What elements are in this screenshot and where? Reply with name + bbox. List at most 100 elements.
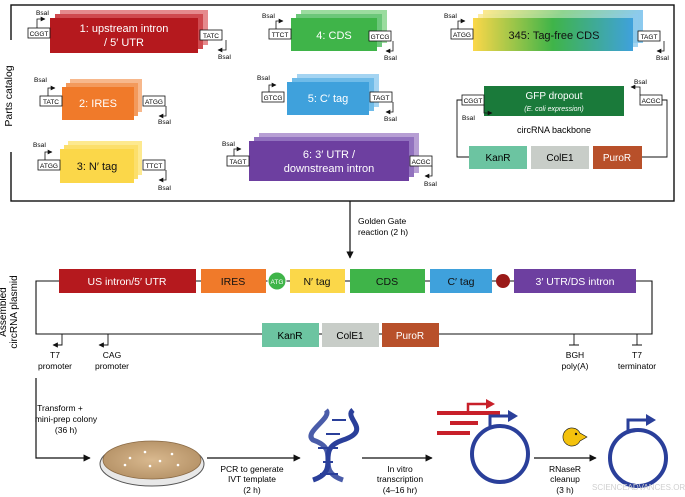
part-6-right-overhang: ACGC [412,159,431,166]
t7-promoter-label-line2: promoter [38,361,72,371]
parts-catalog-label: Parts catalog [3,65,15,126]
cag-promoter-arrow [98,334,109,348]
rnaser-label-line2: cleanup [550,474,580,484]
part-5-c-tag: 5: C′ tag GTCG TAGT BsaI BsaI [257,74,397,123]
ivt-label-line2: transcription [377,474,424,484]
assembled-label-line1: Assembled [0,287,9,336]
assembled-label-line2: circRNA plasmid [9,275,20,348]
bsai-site: BsaI [384,116,397,123]
part-4-cds: 4: CDS TTCT GTCG BsaI BsaI [262,10,397,62]
pcr-label-line3: (2 h) [243,485,261,495]
assembled-puror [382,323,439,347]
part-4-label: 4: CDS [316,30,351,42]
bsai-site: BsaI [33,142,46,149]
ivt-label-line1: In vitro [387,464,413,474]
part-2-ires: 2: IRES TATC ATGG BsaI BsaI [34,77,171,126]
backbone-left-overhang: CGGT [464,98,483,105]
assembled-n-tag [290,269,345,293]
transform-label-line3: (36 h) [55,425,77,435]
assembled-cole1-label: ColE1 [336,331,364,342]
t7-terminator-label-line1: T7 [632,350,642,360]
part-5-left-overhang: GTCG [264,95,283,102]
bsai-site: BsaI [158,119,171,126]
transform-arrow [35,378,91,462]
petri-dish-icon [99,440,205,487]
cag-promoter-label-line2: promoter [95,361,129,371]
backbone-right-overhang: ACGC [642,98,661,105]
part-345-tag-free-cds: 345: Tag-free CDS ATGG TAGT BsaI BsaI [444,10,669,62]
bsai-site: BsaI [34,77,47,84]
part-1-left-overhang: CGGT [30,31,49,38]
part-3-label: 3: N′ tag [77,161,118,173]
bgh-label-line2: poly(A) [562,361,589,371]
part-2-left-overhang: TATC [43,99,59,106]
cag-promoter-label-line1: CAG [103,350,121,360]
part-3-right-overhang: TTCT [146,163,163,170]
transform-label-line1: Transform + [37,403,83,413]
pcr-label-line1: PCR to generate [220,464,284,474]
backbone-puror: PuroR [603,153,631,164]
bsai-site: BsaI [444,13,457,20]
assembled-c-tag [430,269,492,293]
part-4-right-overhang: GTCG [371,34,390,41]
assembled-us-intron-label: US intron/5′ UTR [88,276,167,288]
part-6-left-overhang: TAGT [230,159,247,166]
part-3-n-tag: 3: N′ tag ATGG TTCT BsaI BsaI [33,141,171,192]
part-345-left-overhang: ATGG [453,32,471,39]
bsai-site: BsaI [424,181,437,188]
bsai-site: BsaI [222,141,235,148]
gfp-dropout-sublabel: (E. coli expression) [524,106,584,113]
part-1-label-line1: 1: upstream intron [80,23,169,35]
golden-gate-label-line1: Golden Gate [358,216,406,226]
atg-label: ATG [271,279,284,286]
part-6-label-line2: downstream intron [284,163,375,175]
rnaser-label-line1: RNaseR [549,464,581,474]
part-2-label: 2: IRES [79,98,117,110]
bsai-site: BsaI [36,10,49,17]
part-6-label-line1: 6: 3′ UTR / [303,149,356,161]
t7-terminator-label-line2: terminator [618,361,656,371]
assembled-ires-label: IRES [221,276,246,288]
circrna-backbone-label: circRNA backbone [517,125,591,135]
watermark: SCIENCEADVANCES.ORG [592,483,685,492]
assembled-n-tag-label: N′ tag [303,276,330,288]
bsai-site: BsaI [262,13,275,20]
assembled-puror-label: PuroR [396,331,424,342]
part-1-right-overhang: TATC [203,33,219,40]
part-5-label: 5: C′ tag [308,93,349,105]
assembled-3utr [514,269,636,293]
assembled-cole1 [322,323,379,347]
ivt-label-line3: (4–16 hr) [383,485,418,495]
rnaser-enzyme-icon [562,427,588,447]
t7-terminator [632,334,642,346]
part-345-label: 345: Tag-free CDS [509,30,600,42]
bgh-polya-terminator [569,334,579,346]
dna-helix-icon [308,408,360,483]
assembled-cds-label: CDS [376,276,398,288]
circular-rna-icon [470,410,530,484]
assembled-3utr-label: 3′ UTR/DS intron [536,276,615,288]
assembled-us-intron [59,269,196,293]
assembled-kanr-label: KanR [277,331,302,342]
golden-gate-label-line2: reaction (2 h) [358,227,408,237]
bsai-site: BsaI [656,55,669,62]
transform-label-line2: mini-prep colony [35,414,98,424]
backbone-kanr: KanR [485,153,510,164]
bsai-site: BsaI [384,55,397,62]
rnaser-label-line3: (3 h) [556,485,574,495]
part-2-right-overhang: ATGG [145,99,163,106]
assembled-kanr [262,323,319,347]
t7-promoter-arrow [52,334,63,348]
backbone-cole1: ColE1 [546,153,574,164]
part-1-upstream-intron: 1: upstream intron / 5′ UTR CGGT TATC Bs… [27,10,231,61]
linear-rna-icon [437,399,500,435]
gfp-dropout-label: GFP dropout [525,91,582,102]
bsai-site: BsaI [462,115,475,122]
purified-circrna-icon [608,414,668,488]
part-6-3utr-downstream-intron: 6: 3′ UTR / downstream intron TAGT ACGC … [222,133,437,188]
assembled-c-tag-label: C′ tag [447,276,474,288]
part-1-label-line2: / 5′ UTR [104,37,144,49]
pcr-label-line2: IVT template [228,474,276,484]
bsai-site: BsaI [158,185,171,192]
